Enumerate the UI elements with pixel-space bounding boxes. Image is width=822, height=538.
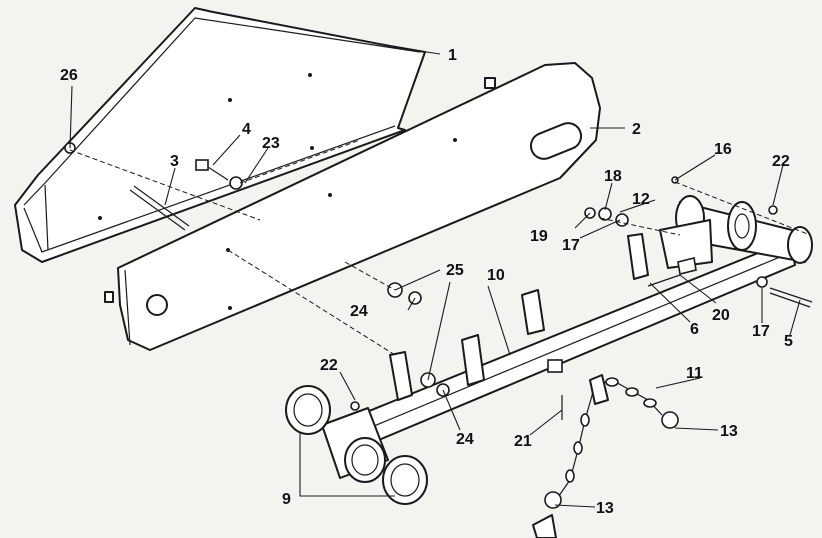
callout-6: 6 <box>690 321 699 338</box>
callout-17-right: 17 <box>752 323 770 340</box>
callout-22-left: 22 <box>320 357 338 374</box>
callout-12: 12 <box>632 191 650 208</box>
callout-26: 26 <box>60 67 78 84</box>
main-plate-part-2 <box>104 62 601 351</box>
link-chain-part-11 <box>532 374 679 538</box>
beam-part-10 <box>321 233 796 483</box>
callout-10: 10 <box>487 267 505 284</box>
callout-20: 20 <box>712 307 730 324</box>
callout-17-left: 17 <box>562 237 580 254</box>
assembly-axis-lines <box>69 139 811 356</box>
callout-13-lower: 13 <box>596 500 614 517</box>
callout-18: 18 <box>604 168 622 185</box>
callout-5: 5 <box>784 333 793 350</box>
callout-1: 1 <box>448 47 457 64</box>
callout-4: 4 <box>242 121 251 138</box>
callout-24-upper: 24 <box>350 303 368 320</box>
callout-21: 21 <box>514 433 532 450</box>
callout-labels: 1 2 3 4 5 6 9 10 11 12 13 13 16 17 17 18… <box>60 47 793 517</box>
pivot-sleeve-part-12 <box>659 195 813 269</box>
callout-22-right: 22 <box>772 153 790 170</box>
callout-3: 3 <box>170 153 179 170</box>
callout-2: 2 <box>632 121 641 138</box>
callout-23: 23 <box>262 135 280 152</box>
cover-panel-part-1 <box>14 7 426 263</box>
callout-11: 11 <box>686 365 703 382</box>
callout-24-lower: 24 <box>456 431 474 448</box>
callout-16: 16 <box>714 141 732 158</box>
callout-19: 19 <box>530 228 548 245</box>
leader-lines <box>69 47 801 508</box>
callout-13-upper: 13 <box>720 423 738 440</box>
bushing-part-9 <box>285 385 428 505</box>
callout-25: 25 <box>446 262 464 279</box>
callout-9: 9 <box>282 491 291 508</box>
